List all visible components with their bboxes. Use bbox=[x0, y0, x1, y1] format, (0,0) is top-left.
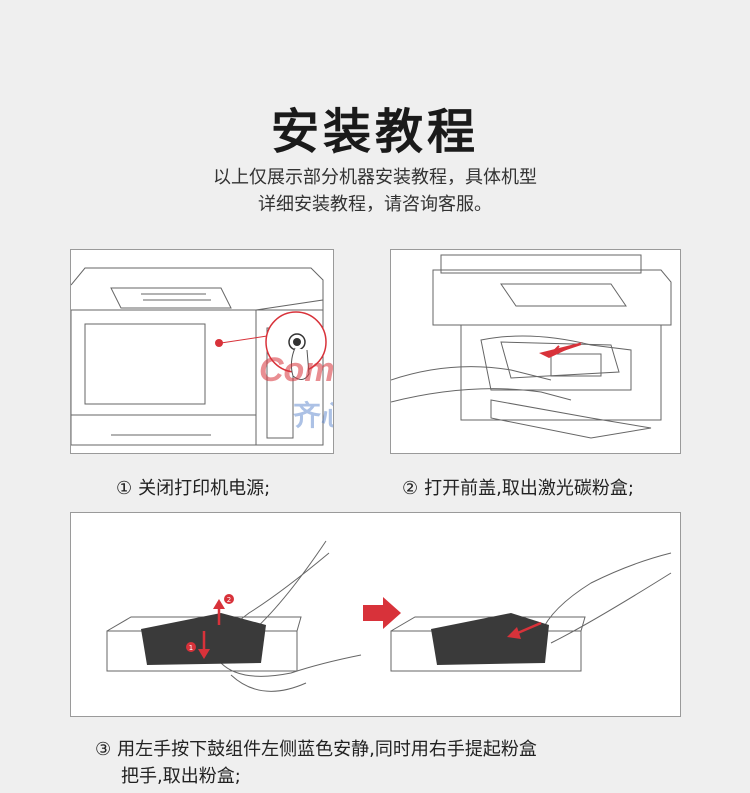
step-2-marker: ② bbox=[402, 478, 419, 499]
page-subtitle: 以上仅展示部分机器安装教程，具体机型 详细安装教程，请咨询客服。 bbox=[0, 164, 750, 218]
step-3-line-1: 用左手按下鼓组件左侧蓝色安静,同时用右手提起粉盒 bbox=[117, 739, 537, 760]
printer-cartridge-drawing bbox=[391, 254, 672, 439]
step-3-marker: ③ bbox=[95, 739, 112, 760]
cartridge-right bbox=[431, 613, 549, 665]
finger-icon bbox=[290, 347, 310, 380]
next-arrow-icon bbox=[363, 597, 401, 629]
step-1-text: 关闭打印机电源; bbox=[138, 478, 271, 499]
step-3-line-2: 把手,取出粉盒; bbox=[121, 766, 241, 787]
svg-text:1: 1 bbox=[189, 644, 193, 652]
step2-illustration bbox=[390, 249, 681, 454]
down-arrow-icon bbox=[198, 649, 210, 659]
power-button-icon bbox=[215, 339, 223, 347]
subtitle-line-1: 以上仅展示部分机器安装教程，具体机型 bbox=[213, 167, 537, 188]
page-title: 安装教程 bbox=[270, 104, 479, 160]
drum-unit-drawing: 2 1 bbox=[106, 540, 672, 692]
badge-2 bbox=[224, 594, 234, 604]
step3-illustration: 2 1 bbox=[70, 512, 681, 717]
pull-arrow-icon bbox=[507, 627, 521, 639]
watermark-latin: Comix bbox=[259, 351, 333, 389]
step-1-marker: ① bbox=[116, 478, 133, 499]
printer-power-drawing: Comix 齐心办公 bbox=[71, 267, 333, 446]
svg-text:2: 2 bbox=[227, 596, 231, 604]
arrow-icon bbox=[539, 342, 583, 358]
step1-illustration: Comix 齐心办公 bbox=[70, 249, 334, 454]
badge-1 bbox=[186, 642, 196, 652]
watermark-cn: 齐心办公 bbox=[293, 399, 333, 432]
up-arrow-icon bbox=[213, 599, 225, 609]
step-2-text: 打开前盖,取出激光碳粉盒; bbox=[424, 478, 634, 499]
subtitle-line-2: 详细安装教程，请咨询客服。 bbox=[258, 194, 492, 215]
